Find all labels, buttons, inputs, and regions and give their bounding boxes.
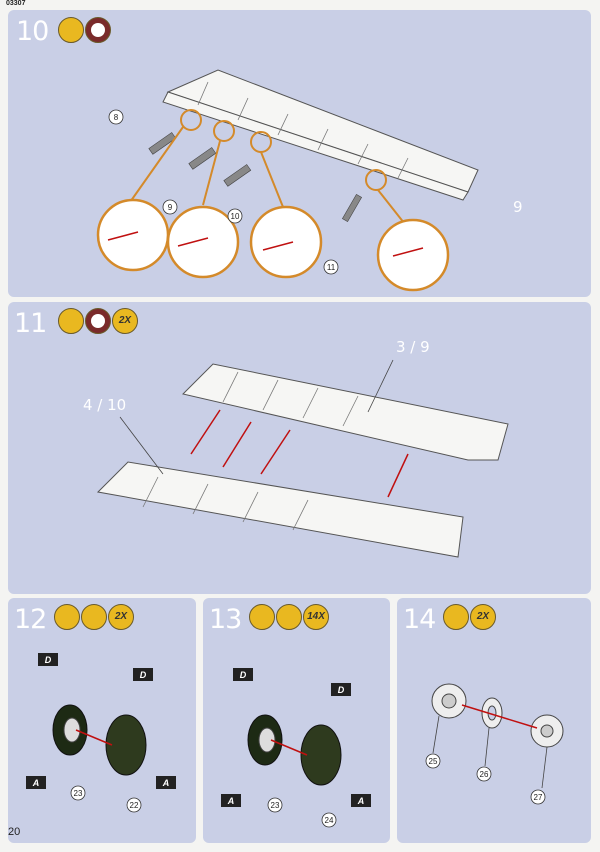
step-number: 12: [14, 604, 47, 635]
step-10-panel: 10: [8, 10, 591, 297]
step-14-drawing: 25 26 27: [425, 683, 564, 805]
clock-icon: [85, 17, 111, 43]
page-number: 20: [8, 826, 21, 838]
decal-label: D: [338, 685, 345, 695]
brush-icon: [276, 604, 302, 630]
step-11-panel: 11 2X 3 / 9 4 / 10: [8, 302, 591, 594]
clock-icon: [85, 308, 111, 334]
part-label: 10: [231, 212, 240, 221]
part-label: 8: [114, 113, 119, 122]
glue-icon: [443, 604, 469, 630]
kit-code: 03307: [6, 0, 26, 7]
step-number: 14: [403, 604, 436, 635]
step-10-drawing: 8 9 10 11 9: [96, 69, 523, 292]
step-12-drawing: D D A A 23 22: [26, 653, 176, 813]
glue-icon: [54, 604, 80, 630]
quantity-badge: 2X: [108, 604, 134, 630]
part-label: 27: [534, 793, 543, 802]
glue-icon: [58, 308, 84, 334]
decal-label: D: [140, 670, 147, 680]
part-label: 11: [327, 263, 336, 272]
step-12-panel: 12 2X D D A A 23 22: [8, 598, 196, 843]
part-label: 22: [130, 801, 139, 810]
part-label: 9: [168, 203, 173, 212]
step-number: 11: [14, 308, 47, 339]
part-label: 25: [429, 757, 438, 766]
step-11-drawing: 3 / 9 4 / 10: [83, 338, 509, 558]
callout-label: 9: [513, 198, 523, 216]
step-14-panel: 14 2X 25 26 27: [397, 598, 591, 843]
quantity-badge: 14X: [303, 604, 329, 630]
part-label: 23: [74, 789, 83, 798]
brush-icon: [81, 604, 107, 630]
step-13-panel: 13 14X D D A A 23 24: [203, 598, 390, 843]
quantity-badge: 2X: [470, 604, 496, 630]
glue-icon: [58, 17, 84, 43]
step-13-drawing: D D A A 23 24: [221, 668, 371, 828]
decal-label: A: [227, 796, 235, 806]
callout-label: 3 / 9: [396, 338, 430, 356]
quantity-badge: 2X: [112, 308, 138, 334]
part-label: 24: [325, 816, 334, 825]
decal-label: A: [32, 778, 40, 788]
decal-label: A: [162, 778, 170, 788]
decal-label: D: [240, 670, 247, 680]
step-number: 13: [209, 604, 242, 635]
decal-label: D: [45, 655, 52, 665]
decal-label: A: [357, 796, 365, 806]
callout-label: 4 / 10: [83, 396, 126, 414]
step-number: 10: [16, 16, 49, 47]
part-label: 23: [271, 801, 280, 810]
part-label: 26: [480, 770, 489, 779]
glue-icon: [249, 604, 275, 630]
